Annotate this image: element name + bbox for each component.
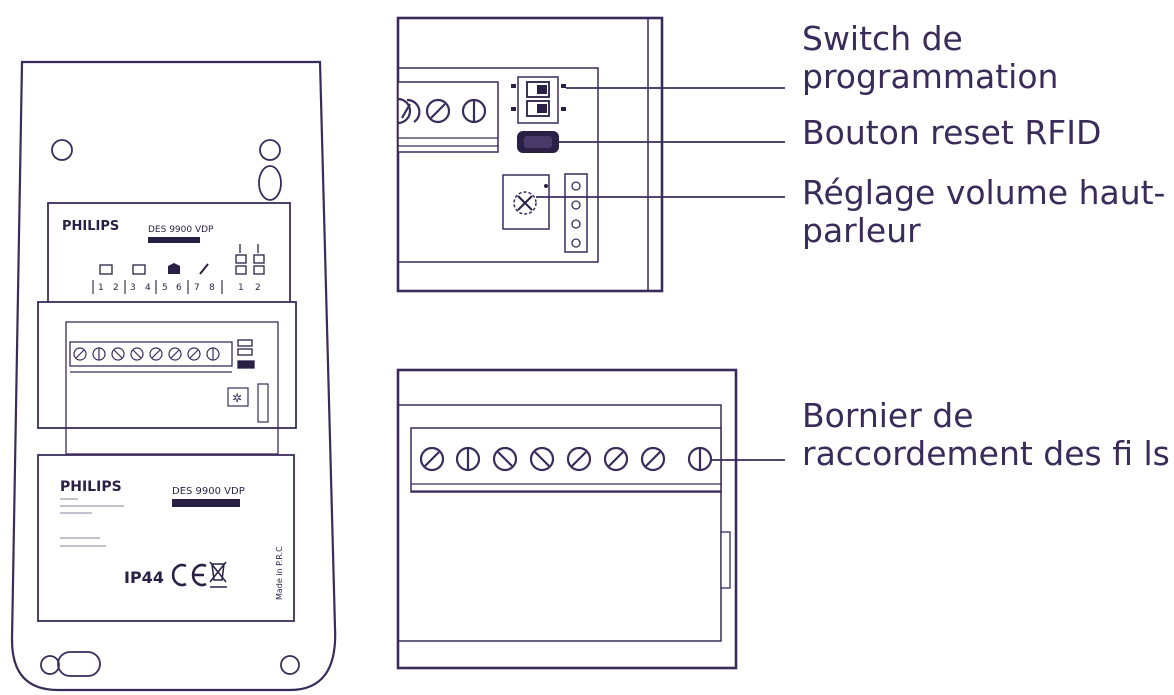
detail-bottom	[396, 368, 785, 670]
screw-icon	[603, 446, 629, 472]
terminal-number: 8	[209, 283, 215, 293]
terminal-number: 2	[113, 283, 119, 293]
monitor-icon	[99, 264, 113, 275]
terminal-number: 5	[162, 283, 168, 293]
ce-mark-icon	[171, 563, 187, 587]
mini-volume-knob	[227, 387, 249, 407]
made-in-label: Made in P.R.C	[275, 546, 284, 600]
mini-connector	[257, 383, 269, 423]
upper-label-brand: PHILIPS	[62, 219, 119, 234]
mini-dip-switch	[237, 339, 255, 369]
screw-icon	[566, 446, 592, 472]
detail-bottom-frame	[396, 368, 738, 670]
callout-volume: Réglage volume haut- parleur	[802, 174, 1165, 250]
terminal-number: 3	[130, 283, 136, 293]
terminal-number: 4	[145, 283, 151, 293]
screw-icon	[492, 446, 518, 472]
mounting-hole	[51, 139, 73, 161]
rfid-reset-button	[517, 131, 559, 153]
callout-terminal-line2: raccordement des fi ls	[802, 434, 1170, 473]
ce-mark-icon	[191, 563, 207, 587]
weee-bin-icon	[209, 561, 227, 588]
screw-icon	[640, 446, 666, 472]
mounting-slot	[57, 651, 101, 677]
callout-volume-line2: parleur	[802, 211, 921, 250]
callout-terminal-line1: Bornier de	[802, 396, 974, 435]
volume-potentiometer	[502, 174, 550, 230]
lower-label-barcode	[172, 499, 240, 507]
upper-label-barcode	[148, 237, 200, 243]
ip-rating: IP44	[124, 568, 164, 587]
module-inner-frame	[65, 321, 279, 455]
label-fine-print	[60, 498, 124, 547]
callout-volume-line1: Réglage volume haut-	[802, 173, 1166, 212]
key-icon	[199, 263, 209, 275]
mini-volume-symbol: ✲	[232, 391, 242, 405]
terminal-number: 6	[176, 283, 182, 293]
callout-switch: Switch de programmation	[802, 20, 1058, 96]
mounting-hole	[280, 655, 300, 675]
callout-switch-line1: Switch de	[802, 19, 963, 58]
programming-switch	[511, 76, 566, 124]
screw-icon	[687, 446, 713, 472]
terminal-number: 1	[98, 283, 104, 293]
callout-terminal: Bornier de raccordement des fi ls	[802, 397, 1170, 473]
monitor-icon	[132, 264, 146, 275]
side-latch	[720, 531, 731, 589]
screw-icon	[455, 446, 481, 472]
callout-reset: Bouton reset RFID	[802, 114, 1101, 152]
detail-top-frame	[396, 16, 664, 293]
switch-number: 1	[238, 283, 244, 293]
screw-icon	[529, 446, 555, 472]
mini-screws	[73, 347, 220, 361]
lower-label-brand: PHILIPS	[60, 479, 122, 495]
detail-screws	[397, 97, 487, 125]
mounting-hole	[259, 139, 281, 161]
callout-reset-line1: Bouton reset RFID	[802, 113, 1102, 152]
mounting-slot	[258, 165, 282, 201]
device-back-view: PHILIPS DES 9900 VDP 1 2 3 4 5 6 7 8 1 2	[10, 60, 337, 692]
mounting-hole	[40, 655, 60, 675]
upper-label-model: DES 9900 VDP	[148, 225, 214, 235]
callout-switch-line2: programmation	[802, 57, 1059, 96]
dip-switch-icon	[235, 244, 265, 275]
screw-icon	[419, 446, 445, 472]
switch-number: 2	[255, 283, 261, 293]
lower-label-model: DES 9900 VDP	[172, 486, 245, 497]
detail-top	[396, 16, 785, 293]
speaker-connector	[564, 173, 588, 253]
terminal-number: 7	[194, 283, 200, 293]
upper-label	[47, 202, 291, 307]
door-lock-icon	[168, 263, 180, 274]
